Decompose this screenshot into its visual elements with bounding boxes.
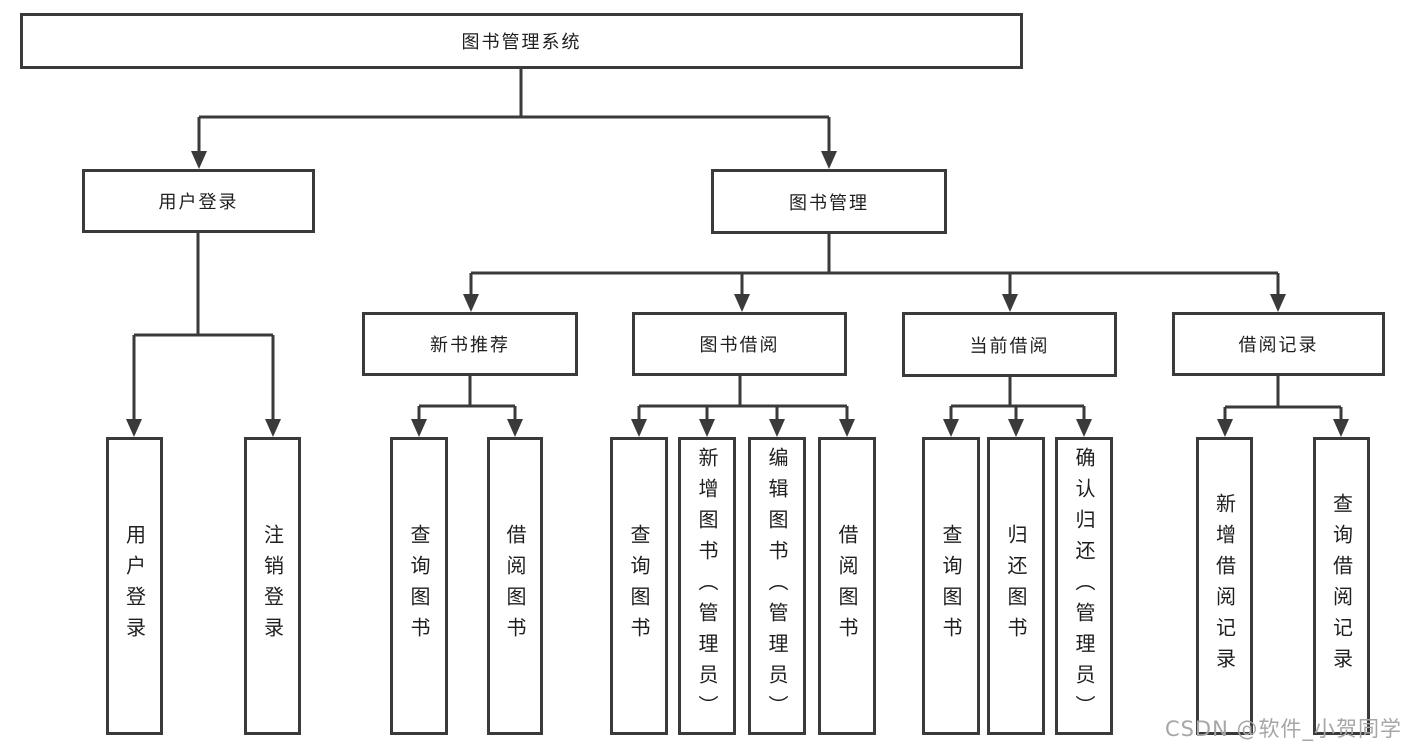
leaf-confirm-return-admin: 确认归还（管理员） [1055,437,1113,735]
leaf-edit-book-admin-label: 编辑图书（管理员） [765,446,789,726]
leaf-query-borrow-record: 查询借阅记录 [1313,437,1370,735]
leaf-query-books-current: 查询图书 [922,437,980,735]
node-borrowing-records-label: 借阅记录 [1238,335,1319,356]
leaf-logout-label: 注销登录 [260,524,285,648]
node-user-login: 用户登录 [82,169,315,233]
node-book-borrowing: 图书借阅 [632,312,847,376]
leaf-user-login: 用户登录 [106,437,163,735]
leaf-edit-book-admin: 编辑图书（管理员） [748,437,806,735]
leaf-add-borrow-record-label: 新增借阅记录 [1212,493,1237,679]
node-root-label: 图书管理系统 [461,32,582,53]
leaf-borrow-books: 借阅图书 [818,437,876,735]
leaf-query-books-current-label: 查询图书 [939,524,963,648]
leaf-return-book: 归还图书 [987,437,1045,735]
leaf-query-borrow-record-label: 查询借阅记录 [1329,493,1354,679]
leaf-borrow-books-recommend-label: 借阅图书 [503,524,527,648]
leaf-add-book-admin-label: 新增图书（管理员） [695,446,719,726]
leaf-borrow-books-label: 借阅图书 [835,524,859,648]
node-book-management: 图书管理 [711,169,947,234]
leaf-add-book-admin: 新增图书（管理员） [678,437,736,735]
node-book-borrowing-label: 图书借阅 [699,335,780,356]
node-new-book-recommend: 新书推荐 [362,312,578,376]
node-borrowing-records: 借阅记录 [1172,312,1385,376]
leaf-query-books-borrowing: 查询图书 [610,437,668,735]
leaf-logout: 注销登录 [244,437,301,735]
node-current-borrowing: 当前借阅 [902,312,1117,377]
leaf-user-login-label: 用户登录 [122,524,147,648]
csdn-watermark: CSDN @软件_小贺同学 [1164,717,1402,741]
leaf-query-books-recommend: 查询图书 [390,437,448,735]
node-new-book-recommend-label: 新书推荐 [430,335,510,356]
leaf-borrow-books-recommend: 借阅图书 [487,437,543,735]
leaf-query-books-recommend-label: 查询图书 [407,524,431,648]
leaf-return-book-label: 归还图书 [1004,524,1028,648]
leaf-confirm-return-admin-label: 确认归还（管理员） [1072,446,1096,726]
node-current-borrowing-label: 当前借阅 [969,335,1050,357]
leaf-add-borrow-record: 新增借阅记录 [1196,437,1253,735]
node-root: 图书管理系统 [20,13,1023,69]
leaf-query-books-borrowing-label: 查询图书 [627,524,651,648]
node-book-management-label: 图书管理 [789,192,869,214]
node-user-login-label: 用户登录 [158,192,239,213]
